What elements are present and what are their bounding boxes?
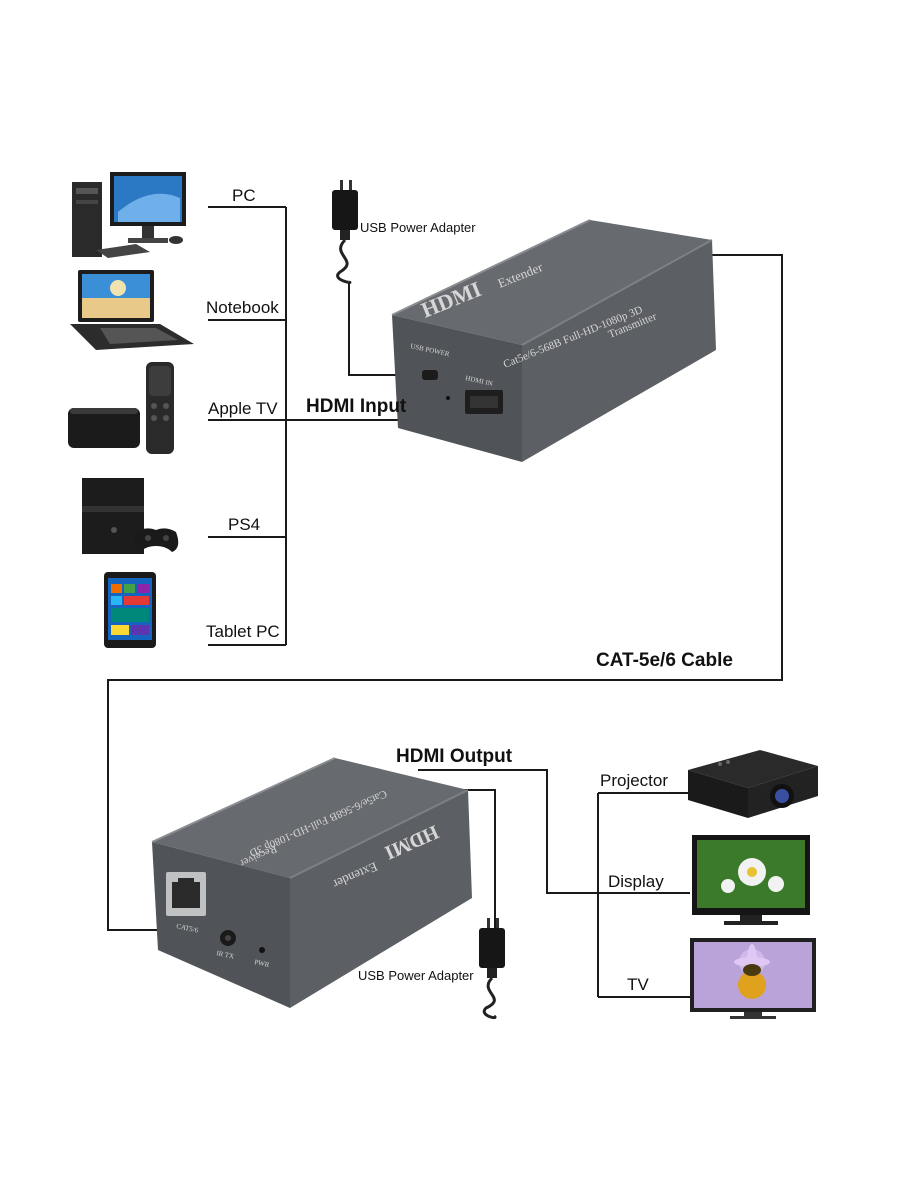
hdmi-output-label: HDMI Output bbox=[396, 746, 513, 767]
tablet-icon bbox=[104, 572, 156, 648]
display-label-projector: Projector bbox=[600, 771, 669, 790]
usb-adapter-bottom-icon bbox=[479, 918, 505, 1020]
projector-icon bbox=[688, 750, 818, 818]
hdmi-input-label: HDMI Input bbox=[306, 396, 407, 417]
usb-adapter-top-label: USB Power Adapter bbox=[360, 220, 476, 235]
usb-adapter-bottom-label: USB Power Adapter bbox=[358, 968, 474, 983]
display-icon bbox=[692, 835, 810, 925]
tv-icon bbox=[690, 938, 816, 1019]
display-label-tv: TV bbox=[627, 975, 649, 994]
transmitter-device: HDMI Extender Cat5e/6-568B Full-HD-1080p… bbox=[391, 219, 716, 462]
receiver-port-power-label: PWR bbox=[254, 958, 271, 969]
notebook-icon bbox=[70, 270, 194, 350]
source-label-pc: PC bbox=[232, 186, 256, 205]
receiver-port-ir-label: IR TX bbox=[216, 949, 235, 961]
cat-cable-line bbox=[107, 254, 783, 931]
receiver-device: HDMI Extender Cat5e/6-568B Full-HD-1080p… bbox=[151, 757, 472, 1008]
cat-cable-label: CAT-5e/6 Cable bbox=[596, 650, 733, 671]
source-label-notebook: Notebook bbox=[206, 298, 279, 317]
pc-icon bbox=[72, 172, 186, 258]
source-label-tablet-pc: Tablet PC bbox=[206, 622, 280, 641]
line-hdmi-output bbox=[418, 769, 598, 894]
display-label-display: Display bbox=[608, 872, 664, 891]
source-label-apple-tv: Apple TV bbox=[208, 399, 278, 418]
apple-tv-icon bbox=[68, 362, 174, 454]
usb-adapter-top-icon bbox=[332, 180, 358, 284]
source-label-ps4: PS4 bbox=[228, 515, 261, 534]
ps4-icon bbox=[82, 478, 179, 554]
usb-power-port bbox=[422, 370, 438, 380]
